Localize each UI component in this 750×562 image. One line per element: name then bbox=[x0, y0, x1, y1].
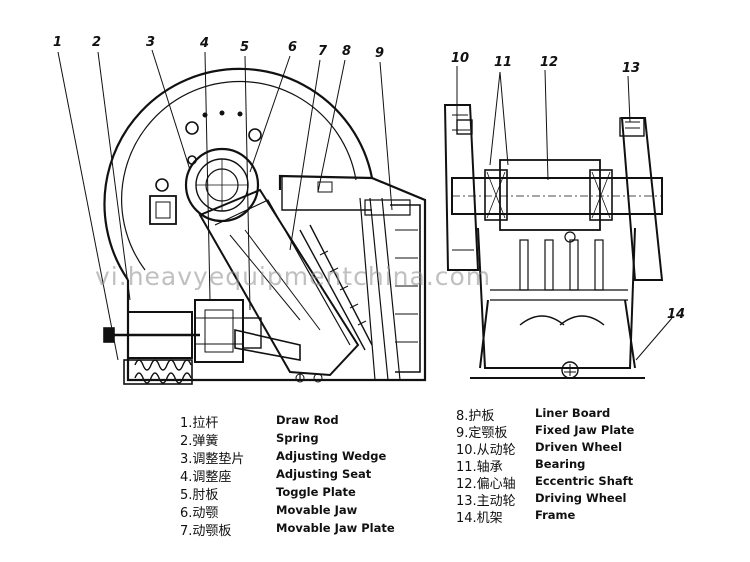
driven-wheel bbox=[443, 104, 480, 271]
watermark-text: vi.heavyequipmentchina.com bbox=[95, 262, 492, 291]
flywheel-inner-rim bbox=[121, 80, 357, 271]
legend-en: Frame bbox=[535, 508, 576, 522]
legend-cn: 2.弹簧 bbox=[180, 434, 219, 449]
crusher-drawing: 1 2 3 4 5 6 7 8 9 10 11 12 13 14 bbox=[53, 35, 685, 385]
legend-cn: 3.调整垫片 bbox=[180, 452, 245, 467]
frame-body bbox=[126, 174, 427, 382]
callout-11: 11 bbox=[494, 55, 512, 70]
legend-en: Driven Wheel bbox=[535, 440, 623, 454]
frame-ribs bbox=[519, 239, 604, 291]
legend-cn: 12.偏心轴 bbox=[456, 477, 516, 492]
legend-cn: 4.调整座 bbox=[180, 470, 232, 485]
legend-cn: 14.机架 bbox=[456, 511, 503, 526]
callout-12: 12 bbox=[540, 55, 558, 70]
legend-en: Draw Rod bbox=[276, 413, 339, 427]
movable-jaw bbox=[198, 188, 360, 377]
callout-8: 8 bbox=[342, 44, 351, 59]
leader-lines-right bbox=[456, 66, 673, 361]
legend-en: Adjusting Seat bbox=[276, 467, 372, 481]
callout-4: 4 bbox=[199, 36, 209, 51]
legend-cn: 1.拉杆 bbox=[180, 416, 219, 431]
callout-labels: 1 2 3 4 5 6 7 8 9 10 11 12 13 14 bbox=[53, 35, 685, 322]
callout-1: 1 bbox=[53, 35, 62, 50]
legend-cn: 10.从动轮 bbox=[456, 443, 516, 458]
legend-en: Bearing bbox=[535, 457, 586, 471]
toggle-plate bbox=[234, 328, 301, 361]
bearing-right bbox=[589, 169, 613, 221]
callout-13: 13 bbox=[622, 61, 640, 76]
bearing-left bbox=[484, 169, 508, 221]
legend-en: Driving Wheel bbox=[535, 491, 627, 505]
adjusting-wedge bbox=[242, 317, 262, 349]
front-frame bbox=[477, 227, 636, 369]
legend-en: Spring bbox=[276, 431, 319, 445]
callout-14: 14 bbox=[667, 307, 685, 322]
side-view bbox=[103, 67, 427, 385]
eccentric-hub bbox=[184, 147, 260, 223]
flywheel-outline bbox=[103, 67, 374, 281]
callout-5: 5 bbox=[240, 40, 249, 55]
legend-cn: 11.轴承 bbox=[456, 460, 503, 475]
callout-3: 3 bbox=[146, 35, 155, 50]
legend-cn: 9.定颚板 bbox=[456, 426, 508, 441]
legend-cn: 6.动颚 bbox=[180, 506, 219, 521]
legend-en: Adjusting Wedge bbox=[276, 449, 387, 463]
spring-coil bbox=[134, 359, 192, 384]
callout-2: 2 bbox=[92, 35, 101, 50]
legend-en: Movable Jaw bbox=[276, 503, 358, 517]
legend-en: Fixed Jaw Plate bbox=[535, 423, 635, 437]
callout-9: 9 bbox=[375, 46, 384, 61]
bearing-block bbox=[149, 195, 177, 225]
callout-7: 7 bbox=[318, 44, 328, 59]
callout-6: 6 bbox=[288, 40, 297, 55]
legend-cn: 7.动颚板 bbox=[180, 524, 232, 539]
callout-10: 10 bbox=[451, 51, 469, 66]
legend-cn: 5.肘板 bbox=[180, 488, 219, 503]
frame-base bbox=[470, 299, 645, 379]
legend-en: Movable Jaw Plate bbox=[276, 521, 395, 535]
movable-jaw-plate bbox=[299, 224, 373, 351]
driving-wheel bbox=[620, 117, 664, 281]
legend-cn: 8.护板 bbox=[456, 409, 495, 424]
legend-en: Eccentric Shaft bbox=[535, 474, 634, 488]
front-view bbox=[443, 104, 664, 379]
legend-cn: 13.主动轮 bbox=[456, 494, 516, 509]
legend-en: Toggle Plate bbox=[276, 485, 356, 499]
leader-lines-left bbox=[57, 49, 393, 361]
legend-en: Liner Board bbox=[535, 406, 611, 420]
fixed-jaw bbox=[359, 197, 401, 381]
